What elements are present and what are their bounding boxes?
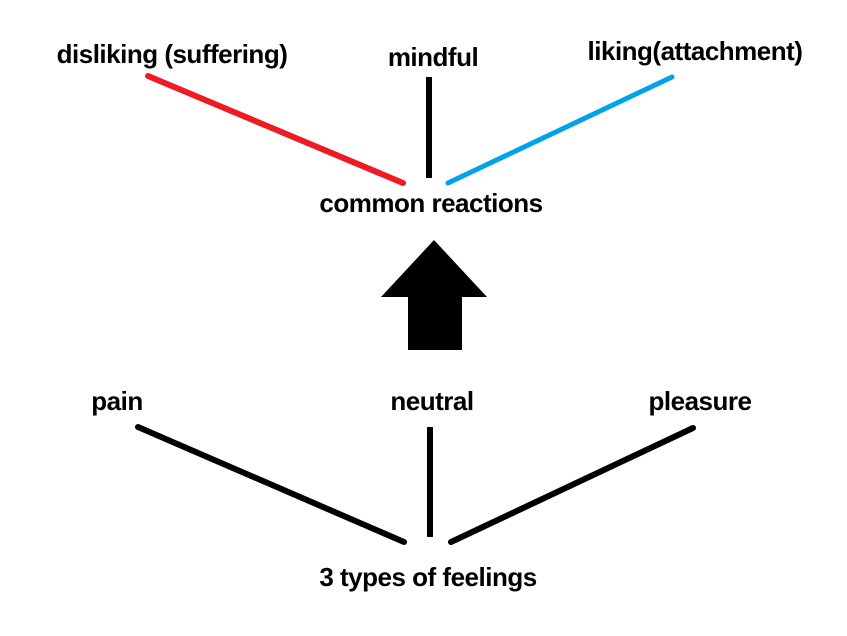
- disliking-label: disliking (suffering): [56, 39, 288, 69]
- neutral-label: neutral: [390, 386, 474, 416]
- pleasure-line: [448, 425, 696, 545]
- liking-label: liking(attachment): [587, 36, 803, 66]
- disliking-line: [145, 73, 406, 186]
- common-reactions-label: common reactions: [319, 188, 543, 218]
- up-arrow-icon: [381, 240, 487, 350]
- pain-label: pain: [91, 386, 143, 416]
- liking-line: [445, 74, 675, 186]
- pleasure-label: pleasure: [648, 386, 752, 416]
- pain-line: [135, 424, 407, 545]
- feelings-label: 3 types of feelings: [319, 562, 537, 592]
- mindful-label: mindful: [387, 42, 479, 72]
